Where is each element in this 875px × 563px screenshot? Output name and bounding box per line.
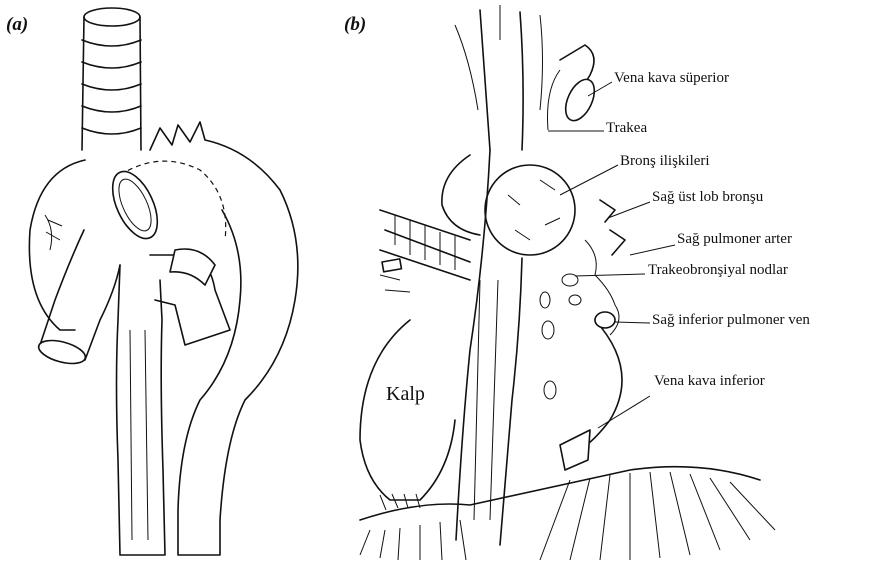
panel-b-drawing xyxy=(360,5,775,560)
label-sag-pulmoner-arter: Sağ pulmoner arter xyxy=(677,231,792,248)
left-bulge-b xyxy=(442,155,480,235)
right-upper-lobe-bronchus xyxy=(600,200,625,255)
vessel-cut-oval xyxy=(103,165,166,245)
label-trakeobronsiyal-nodlar: Trakeobronşiyal nodlar xyxy=(648,262,788,279)
label-vena-kava-superior: Vena kava süperior xyxy=(614,70,729,87)
trachea-a xyxy=(82,8,141,150)
label-kalp: Kalp xyxy=(386,383,425,406)
bronchi-a xyxy=(36,230,230,555)
heart-outline xyxy=(360,320,455,500)
ivc-cut xyxy=(560,430,590,470)
label-brons-iliskileri: Bronş ilişkileri xyxy=(620,153,710,170)
right-lower-vessel xyxy=(580,320,622,450)
left-nodes-b xyxy=(380,210,470,292)
label-sag-ust-lob-bronsu: Sağ üst lob bronşu xyxy=(652,189,763,206)
panel-a-label: (a) xyxy=(6,14,28,36)
bronchus-relation-circle xyxy=(485,165,575,255)
label-vena-kava-inferior: Vena kava inferior xyxy=(654,373,765,390)
label-trakea: Trakea xyxy=(606,120,647,137)
trachea-b xyxy=(480,10,523,150)
label-sag-inferior-pulmoner-ven: Sağ inferior pulmoner ven xyxy=(652,312,810,329)
esophagus-right-edge xyxy=(500,258,522,545)
panel-b-label: (b) xyxy=(344,14,366,36)
diaphragm-b xyxy=(360,430,775,560)
aorta-a xyxy=(150,122,298,555)
panel-a-drawing xyxy=(29,8,297,555)
